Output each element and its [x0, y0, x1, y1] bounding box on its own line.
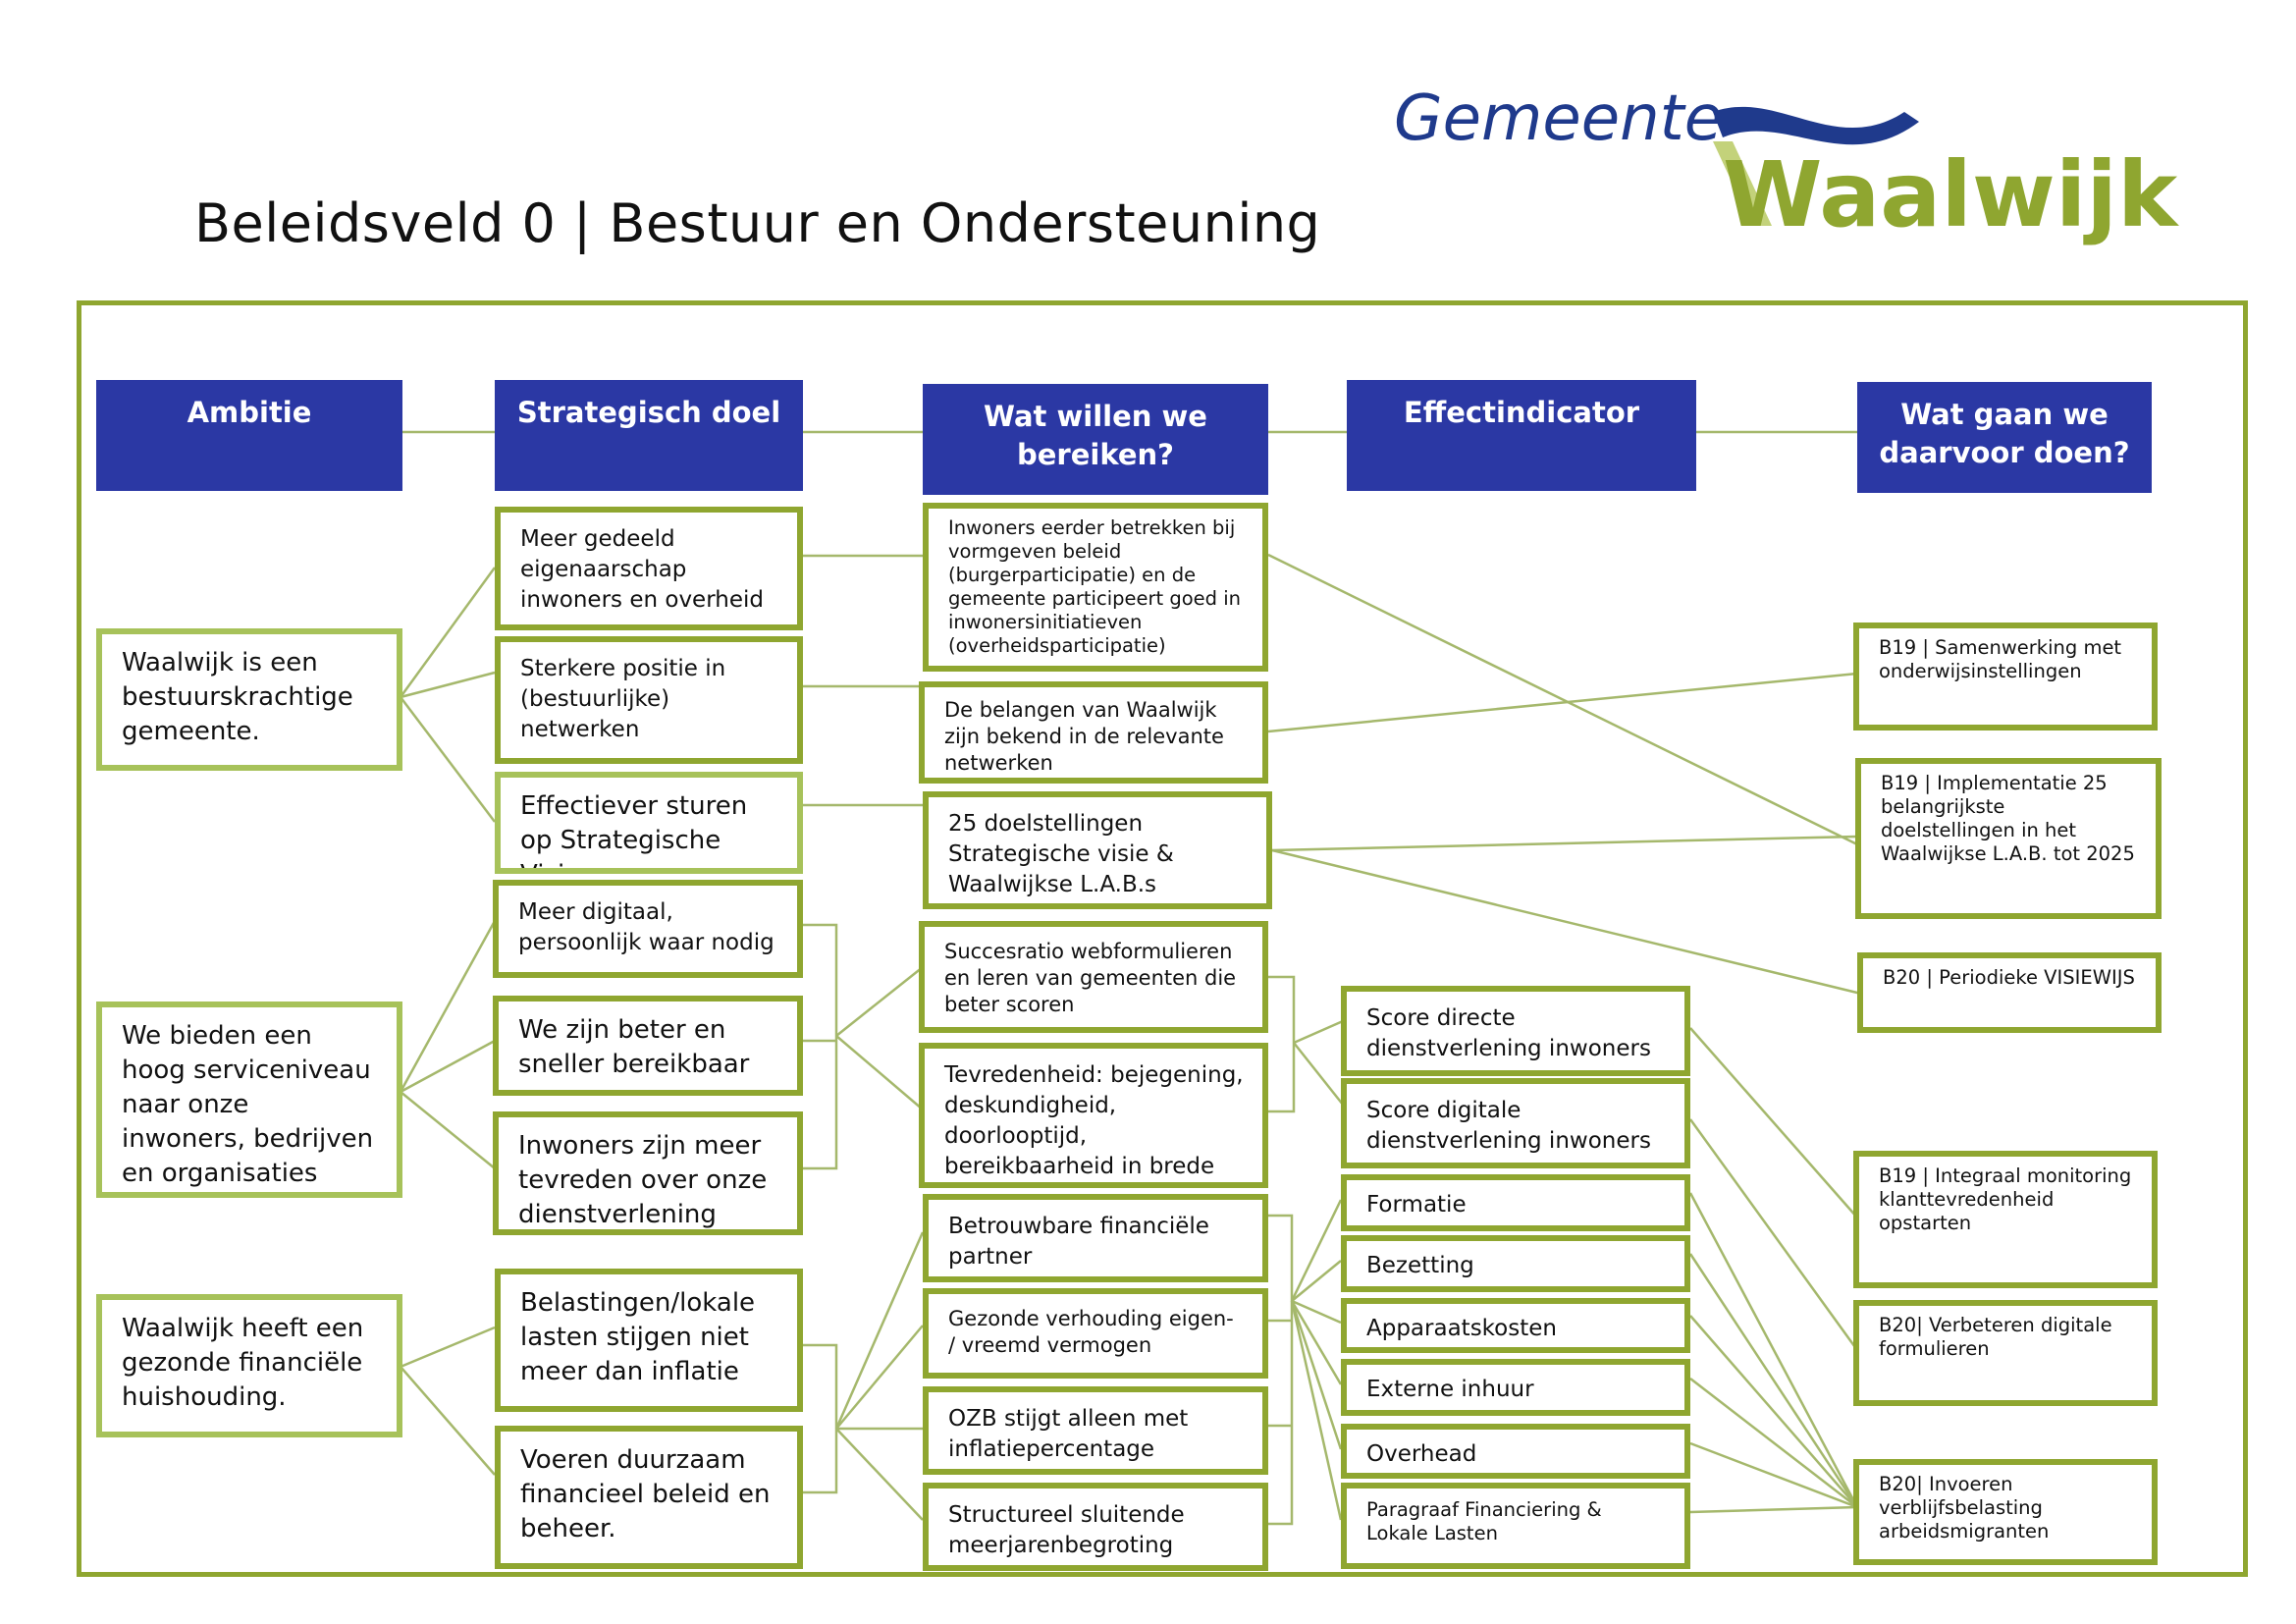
- strategisch-doel-box: Voeren duurzaam financieel beleid en beh…: [495, 1426, 803, 1569]
- actie-box: B20 | Periodieke VISIEWIJS: [1857, 952, 2162, 1033]
- connector: [803, 1343, 838, 1494]
- connector: [399, 567, 497, 698]
- effectindicator-box: Formatie: [1341, 1174, 1690, 1231]
- bereiken-box: Gezonde verhouding eigen- / vreemd vermo…: [923, 1288, 1268, 1379]
- ambitie-box: We bieden een hoog serviceniveau naar on…: [96, 1001, 402, 1198]
- connector: [400, 1326, 496, 1369]
- actie-box: B19 | Implementatie 25 belangrijkste doe…: [1855, 758, 2162, 919]
- connector: [1688, 1192, 1859, 1508]
- effectindicator-box: Apparaatskosten: [1341, 1298, 1690, 1353]
- connector: [1290, 1300, 1343, 1385]
- connector: [1688, 1253, 1859, 1508]
- connector: [1267, 672, 1858, 733]
- connector: [1290, 1300, 1343, 1450]
- ambitie-box: Waalwijk is een bestuurskrachtige gemeen…: [96, 628, 402, 771]
- logo-w-stroke-icon: [1713, 141, 1772, 226]
- connector: [1689, 1505, 1858, 1514]
- connector: [1689, 1315, 1858, 1508]
- connector: [1267, 553, 1858, 846]
- diagram-frame: [77, 300, 2248, 1577]
- bereiken-box: Structureel sluitende meerjarenbegroting: [923, 1483, 1268, 1571]
- connector: [1688, 1118, 1859, 1351]
- effectindicator-box: Bezetting: [1341, 1235, 1690, 1292]
- connector: [835, 1428, 924, 1521]
- bereiken-box: OZB stijgt alleen met inflatiepercentage: [923, 1386, 1268, 1475]
- connector: [400, 1366, 496, 1476]
- strategisch-doel-box: We zijn beter en sneller bereikbaar: [493, 996, 803, 1096]
- effectindicator-box: Score digitale dienstverlening inwoners: [1341, 1078, 1690, 1168]
- header-wat-gaan-we-doen: Wat gaan we daarvoor doen?: [1857, 382, 2152, 493]
- bereiken-box: Inwoners eerder betrekken bij vormgeven …: [923, 503, 1268, 672]
- effectindicator-box: Paragraaf Financiering & Lokale Lasten: [1341, 1483, 1690, 1569]
- connector: [1271, 848, 1862, 996]
- connector: [835, 966, 924, 1037]
- strategisch-doel-box: Effectiever sturen op Strategische Visie: [495, 772, 803, 874]
- ambitie-box: Waalwijk heeft een gezonde financiële hu…: [96, 1294, 402, 1437]
- strategisch-doel-box: Belastingen/lokale lasten stijgen niet m…: [495, 1269, 803, 1412]
- header-strategisch-doel: Strategisch doel: [495, 380, 803, 491]
- strategisch-doel-box: Inwoners zijn meer tevreden over onze di…: [493, 1111, 803, 1235]
- connector: [835, 1035, 924, 1110]
- actie-box: B19 | Integraal monitoring klanttevreden…: [1853, 1151, 2158, 1288]
- connector: [400, 1039, 496, 1094]
- strategisch-doel-box: Sterkere positie in (bestuurlijke) netwe…: [495, 636, 803, 764]
- strategisch-doel-box: Meer gedeeld eigenaarschap inwoners en o…: [495, 507, 803, 630]
- connector: [1271, 835, 1858, 852]
- actie-box: B19 | Samenwerking met onderwijsinstelli…: [1853, 623, 2158, 731]
- connector: [400, 1091, 496, 1169]
- connector: [1266, 1214, 1294, 1526]
- connector: [834, 1231, 925, 1430]
- connector: [1293, 1019, 1344, 1045]
- header-wat-willen-we-bereiken: Wat willen we bereiken?: [923, 384, 1268, 495]
- connector: [1290, 1199, 1343, 1302]
- connector: [1291, 1299, 1342, 1325]
- connector: [835, 1325, 924, 1430]
- connector: [803, 923, 838, 1170]
- connector: [1689, 1027, 1858, 1218]
- bereiken-box: Betrouwbare financiële partner: [923, 1194, 1268, 1282]
- page-title: Beleidsveld 0 | Bestuur en Ondersteuning: [194, 192, 1321, 254]
- actie-box: B20| Invoeren verblijfsbelasting arbeids…: [1853, 1459, 2158, 1565]
- bereiken-box: De belangen van Waalwijk zijn bekend in …: [919, 681, 1268, 784]
- logo-line1: Gemeente: [1394, 82, 1723, 155]
- connector: [400, 696, 496, 823]
- logo-line2: Waalwijk: [1723, 142, 2179, 247]
- connector: [1291, 1260, 1342, 1302]
- effectindicator-box: Externe inhuur: [1341, 1359, 1690, 1416]
- bereiken-box: Succesratio webformulieren en leren van …: [919, 921, 1268, 1033]
- header-effectindicator: Effectindicator: [1347, 380, 1696, 491]
- gemeente-waalwijk-logo: Gemeente Waalwijk: [1394, 82, 2179, 247]
- connector: [399, 920, 497, 1093]
- bereiken-box: 25 doelstellingen Strategische visie & W…: [923, 791, 1272, 909]
- logo-wave-icon: [1713, 106, 1919, 145]
- connector: [1689, 1378, 1858, 1508]
- connector: [1268, 975, 1296, 1113]
- connector: [400, 671, 496, 699]
- strategisch-doel-box: Meer digitaal, persoonlijk waar nodig: [493, 880, 803, 978]
- effectindicator-box: Score directe dienstverlening inwoners: [1341, 986, 1690, 1076]
- effectindicator-box: Overhead: [1341, 1424, 1690, 1479]
- connector: [1293, 1042, 1344, 1106]
- bereiken-box: Tevredenheid: bejegening, deskundigheid,…: [919, 1043, 1268, 1188]
- connector: [1689, 1441, 1858, 1509]
- connector: [1290, 1300, 1343, 1521]
- actie-box: B20| Verbeteren digitale formulieren: [1853, 1300, 2158, 1406]
- header-ambitie: Ambitie: [96, 380, 402, 491]
